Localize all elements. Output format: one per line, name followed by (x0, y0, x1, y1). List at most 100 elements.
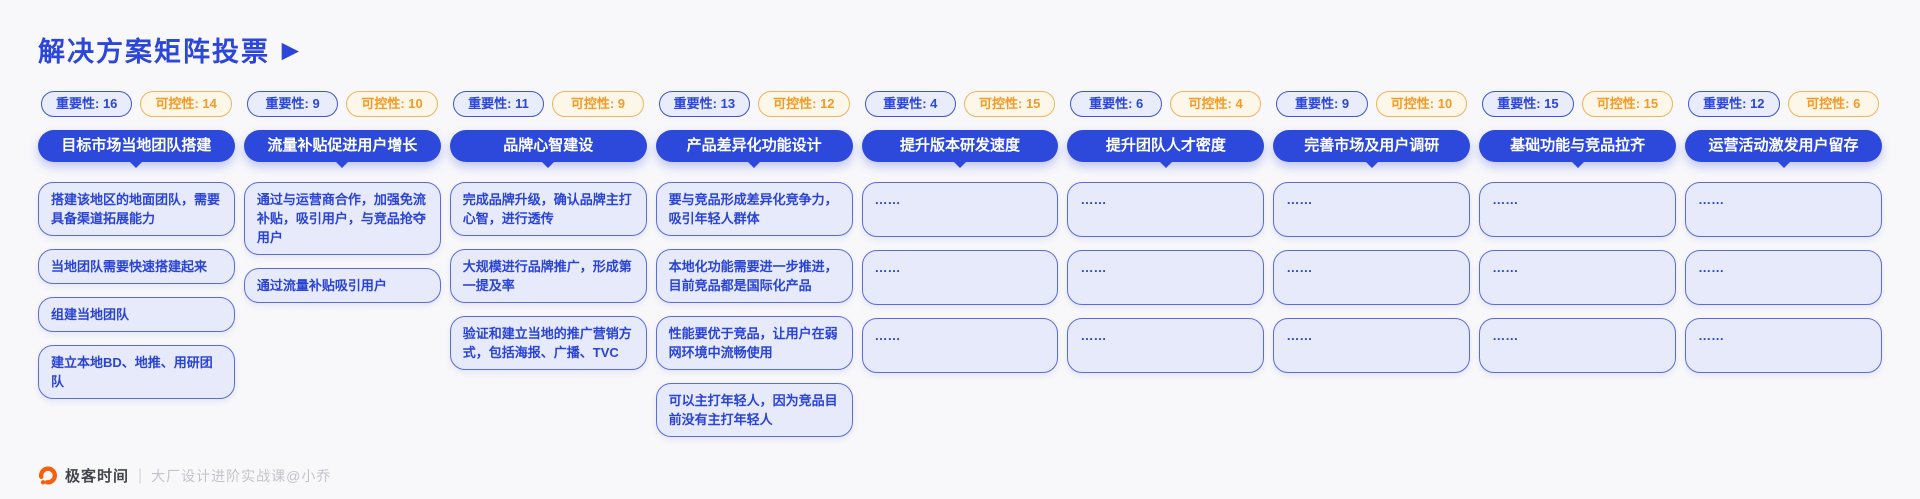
solution-card[interactable]: 通过与运营商合作，加强免流补贴，吸引用户，与竞品抢夺用户 (243, 182, 441, 255)
column-header-pointer (1776, 161, 1791, 168)
column-header[interactable]: 提升团队人才密度 (1067, 130, 1265, 162)
solution-column: 重要性: 16 可控性: 14 目标市场当地团队搭建 搭建该地区的地面团队，需要… (38, 91, 235, 437)
score-badges: 重要性: 6 可控性: 4 (1067, 91, 1264, 117)
controllability-badge[interactable]: 可控性: 10 (346, 91, 438, 117)
score-badges: 重要性: 9 可控性: 10 (244, 91, 441, 117)
solution-column: 重要性: 6 可控性: 4 提升团队人才密度 …… …… …… (1067, 91, 1265, 437)
importance-badge[interactable]: 重要性: 4 (864, 91, 956, 117)
placeholder-card[interactable]: …… (1479, 318, 1677, 373)
column-header[interactable]: 流量补贴促进用户增长 (243, 130, 441, 162)
page-title: 解决方案矩阵投票 ▶ (38, 30, 1882, 69)
placeholder-card[interactable]: …… (1273, 318, 1471, 373)
importance-badge[interactable]: 重要性: 12 (1688, 91, 1780, 117)
placeholder-card[interactable]: …… (861, 250, 1059, 305)
placeholder-card[interactable]: …… (1067, 250, 1265, 305)
placeholder-card[interactable]: …… (1479, 182, 1677, 237)
placeholder-card[interactable]: …… (1273, 182, 1471, 237)
score-badges: 重要性: 15 可控性: 15 (1479, 91, 1676, 117)
score-badges: 重要性: 12 可控性: 6 (1685, 91, 1882, 117)
column-header[interactable]: 运营活动激发用户留存 (1685, 130, 1882, 162)
column-header[interactable]: 目标市场当地团队搭建 (38, 130, 235, 162)
importance-badge[interactable]: 重要性: 11 (452, 91, 545, 117)
card-list: …… …… …… (861, 182, 1059, 373)
controllability-badge[interactable]: 可控性: 6 (1787, 91, 1879, 117)
controllability-badge[interactable]: 可控性: 12 (758, 91, 850, 117)
card-list: 搭建该地区的地面团队，需要具备渠道拓展能力当地团队需要快速搭建起来组建当地团队建… (38, 182, 235, 399)
importance-badge[interactable]: 重要性: 13 (658, 91, 751, 117)
solution-column: 重要性: 9 可控性: 10 完善市场及用户调研 …… …… …… (1273, 91, 1471, 437)
footer-separator: | (138, 466, 143, 484)
solution-card[interactable]: 完成品牌升级，确认品牌主打心智，进行透传 (449, 182, 647, 236)
card-list: 通过与运营商合作，加强免流补贴，吸引用户，与竞品抢夺用户通过流量补贴吸引用户 (243, 182, 441, 303)
controllability-badge[interactable]: 可控性: 10 (1375, 91, 1468, 117)
controllability-badge[interactable]: 可控性: 15 (1581, 91, 1674, 117)
score-badges: 重要性: 16 可控性: 14 (38, 91, 235, 117)
score-badges: 重要性: 9 可控性: 10 (1273, 91, 1470, 117)
solution-card[interactable]: 大规模进行品牌推广，形成第一提及率 (449, 249, 647, 303)
solution-card[interactable]: 组建当地团队 (38, 297, 235, 332)
placeholder-card[interactable]: …… (1067, 318, 1265, 373)
importance-badge[interactable]: 重要性: 9 (246, 91, 339, 117)
importance-badge[interactable]: 重要性: 9 (1276, 91, 1368, 117)
column-header[interactable]: 基础功能与竞品拉齐 (1479, 130, 1677, 162)
solution-column: 重要性: 9 可控性: 10 流量补贴促进用户增长 通过与运营商合作，加强免流补… (243, 91, 441, 437)
solution-column: 重要性: 11 可控性: 9 品牌心智建设 完成品牌升级，确认品牌主打心智，进行… (449, 91, 647, 437)
column-header-pointer (952, 161, 967, 168)
geektime-logo-icon (39, 465, 57, 484)
column-header-pointer (335, 161, 350, 168)
card-list: 要与竞品形成差异化竞争力，吸引年轻人群体本地化功能需要进一步推进，目前竞品都是国… (655, 182, 853, 437)
placeholder-card[interactable]: …… (1685, 182, 1882, 237)
card-list: 完成品牌升级，确认品牌主打心智，进行透传大规模进行品牌推广，形成第一提及率验证和… (449, 182, 647, 370)
card-list: …… …… …… (1067, 182, 1265, 373)
solution-card[interactable]: 本地化功能需要进一步推进，目前竞品都是国际化产品 (655, 249, 853, 303)
placeholder-card[interactable]: …… (861, 318, 1059, 373)
solution-column: 重要性: 4 可控性: 15 提升版本研发速度 …… …… …… (861, 91, 1059, 437)
controllability-badge[interactable]: 可控性: 15 (964, 91, 1056, 117)
placeholder-card[interactable]: …… (1685, 250, 1882, 305)
placeholder-card[interactable]: …… (1685, 318, 1882, 373)
column-header[interactable]: 完善市场及用户调研 (1273, 130, 1471, 162)
footer-course-name: 大厂设计进阶实战课@小乔 (151, 467, 332, 484)
importance-badge[interactable]: 重要性: 16 (41, 91, 133, 117)
solution-card[interactable]: 建立本地BD、地推、用研团队 (38, 345, 235, 399)
solution-card[interactable]: 可以主打年轻人，因为竞品目前没有主打年轻人 (655, 383, 853, 437)
score-badges: 重要性: 13 可控性: 12 (656, 91, 853, 117)
column-header-pointer (129, 161, 144, 168)
solution-column: 重要性: 15 可控性: 15 基础功能与竞品拉齐 …… …… …… (1479, 91, 1677, 437)
column-header-pointer (1364, 161, 1379, 168)
column-header-pointer (1570, 161, 1585, 168)
placeholder-card[interactable]: …… (1067, 182, 1265, 237)
column-header-pointer (747, 161, 762, 168)
card-list: …… …… …… (1685, 182, 1882, 373)
score-badges: 重要性: 11 可控性: 9 (450, 91, 647, 117)
footer-brand: 极客时间 (65, 468, 130, 485)
placeholder-card[interactable]: …… (1479, 250, 1677, 305)
column-header-pointer (1158, 161, 1173, 168)
solution-column: 重要性: 12 可控性: 6 运营活动激发用户留存 …… …… …… (1685, 91, 1882, 437)
importance-badge[interactable]: 重要性: 6 (1070, 91, 1162, 117)
column-header[interactable]: 产品差异化功能设计 (655, 130, 853, 162)
solution-column: 重要性: 13 可控性: 12 产品差异化功能设计 要与竞品形成差异化竞争力，吸… (655, 91, 853, 437)
score-badges: 重要性: 4 可控性: 15 (862, 91, 1059, 117)
solution-matrix: 重要性: 16 可控性: 14 目标市场当地团队搭建 搭建该地区的地面团队，需要… (38, 91, 1882, 437)
controllability-badge[interactable]: 可控性: 9 (552, 91, 644, 117)
column-header[interactable]: 品牌心智建设 (449, 130, 647, 162)
card-list: …… …… …… (1273, 182, 1471, 373)
solution-card[interactable]: 通过流量补贴吸引用户 (243, 268, 441, 303)
controllability-badge[interactable]: 可控性: 4 (1169, 91, 1262, 117)
card-list: …… …… …… (1479, 182, 1677, 373)
importance-badge[interactable]: 重要性: 15 (1482, 91, 1574, 117)
column-header-pointer (541, 161, 556, 168)
placeholder-card[interactable]: …… (1273, 250, 1471, 305)
solution-card[interactable]: 性能要优于竞品，让用户在弱网环境中流畅使用 (655, 316, 853, 370)
controllability-badge[interactable]: 可控性: 14 (140, 91, 232, 117)
column-header[interactable]: 提升版本研发速度 (861, 130, 1059, 162)
solution-card[interactable]: 验证和建立当地的推广营销方式，包括海报、广播、TVC (449, 316, 647, 370)
placeholder-card[interactable]: …… (861, 182, 1059, 237)
solution-card[interactable]: 搭建该地区的地面团队，需要具备渠道拓展能力 (38, 182, 235, 236)
solution-card[interactable]: 当地团队需要快速搭建起来 (38, 249, 235, 284)
solution-card[interactable]: 要与竞品形成差异化竞争力，吸引年轻人群体 (655, 182, 853, 236)
page-title-text: 解决方案矩阵投票 (38, 37, 270, 67)
play-triangle-icon: ▶ (282, 39, 301, 62)
